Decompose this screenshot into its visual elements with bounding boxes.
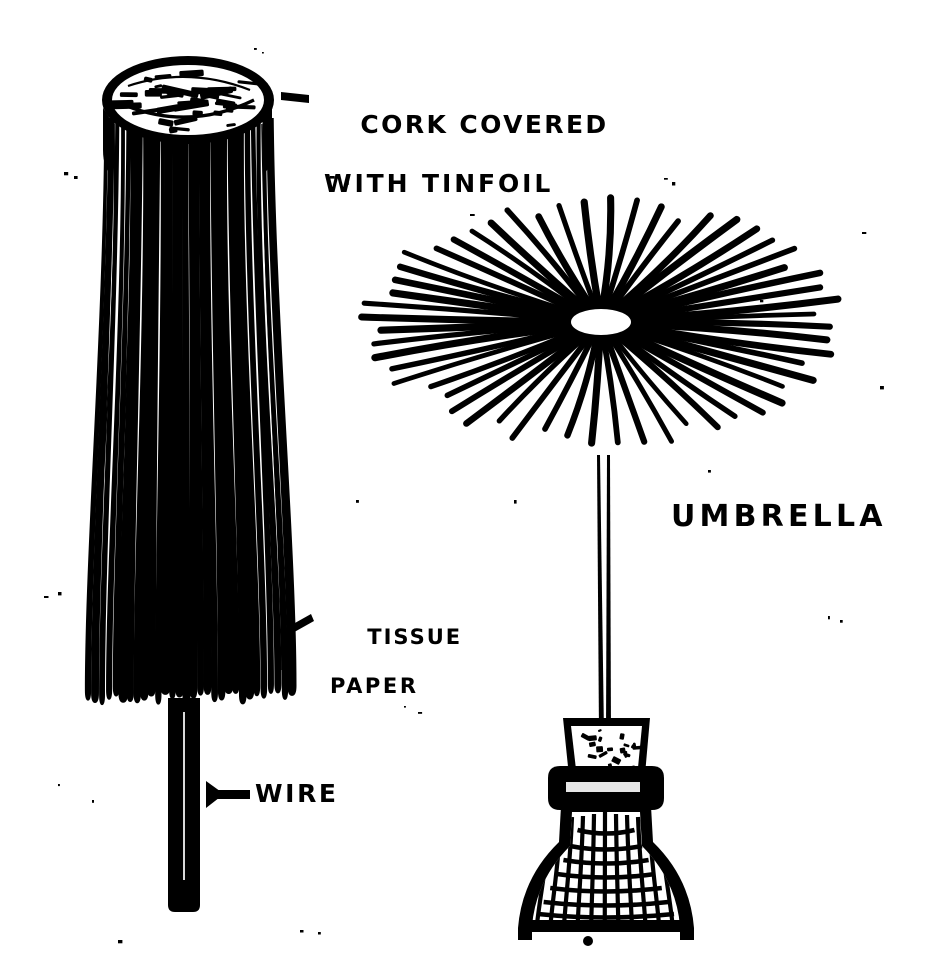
- cork-covered-with-tinfoil: [102, 56, 274, 144]
- label-cork-line1: CORK COVERED: [360, 109, 609, 139]
- label-tissue-line1: TISSUE: [367, 624, 463, 649]
- umbrella-hub: [571, 309, 631, 335]
- label-wire: WIRE: [255, 779, 339, 808]
- bottle: [518, 766, 694, 946]
- leader-cork: [281, 92, 309, 103]
- leader-lines: [206, 92, 314, 808]
- label-umbrella: UMBRELLA: [671, 499, 887, 534]
- label-cork-line2: WITH TINFOIL: [324, 168, 554, 198]
- left-wire: [168, 698, 200, 912]
- right-wire: [597, 455, 611, 735]
- umbrella: [358, 194, 842, 447]
- label-tissue-line2: PAPER: [330, 674, 419, 699]
- tissue-paper-fringe: [84, 118, 297, 706]
- leader-wire-arrow: [206, 781, 224, 808]
- label-tissue-paper: TISSUE PAPER: [330, 600, 462, 749]
- leader-tissue: [286, 614, 314, 635]
- left-object-group: [84, 56, 297, 912]
- cork-cylinder-side: [103, 108, 272, 176]
- scan-speckles: [44, 48, 884, 944]
- right-object-group: [358, 194, 842, 946]
- label-cork-covered-with-tinfoil: CORK COVERED WITH TINFOIL: [316, 80, 609, 257]
